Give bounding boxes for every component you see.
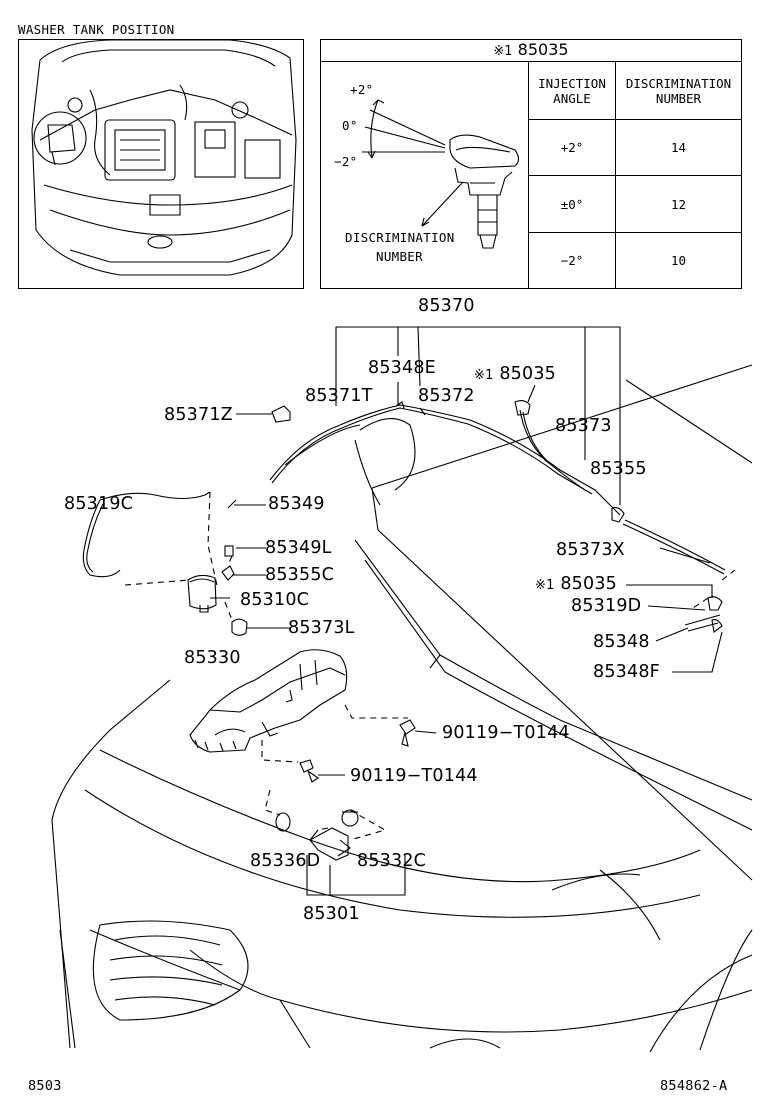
leader-lines [210,326,723,896]
part-label-85372[interactable]: 85372 [418,386,475,406]
part-label-85035-top[interactable]: ※1 85035 [474,364,556,384]
part-label-85336D[interactable]: 85336D [250,851,321,871]
table-header-angle: INJECTION ANGLE [528,60,616,121]
part-label-85319C[interactable]: 85319C [64,494,134,514]
part-label-85310C[interactable]: 85310C [240,590,310,610]
callout-line1: DISCRIMINATION [345,230,455,245]
part-label-85373L[interactable]: 85373L [288,618,355,638]
angle-minus-label: −2° [334,154,358,169]
table-cell-number: 14 [615,119,742,177]
reference-mark: ※1 [535,578,555,593]
header-number-line2: NUMBER [655,90,702,106]
part-label-90119-T0144-upper[interactable]: 90119−T0144 [442,723,570,743]
table-row: ±0° 12 [528,175,742,233]
part-label-85319D[interactable]: 85319D [571,596,642,616]
engine-bay-illustration [31,39,297,276]
callout-line2: NUMBER [376,249,423,264]
part-label-90119-T0144-lower[interactable]: 90119−T0144 [350,766,478,786]
reference-mark: ※1 [474,368,494,383]
header-number-line1: DISCRIMINATION [625,75,732,91]
detail-frame [320,39,742,289]
table-cell-number: 12 [615,175,742,233]
part-label-85373[interactable]: 85373 [555,416,612,436]
part-number: 85035 [560,574,618,594]
part-label-85330[interactable]: 85330 [184,648,241,668]
detail-header: ※1 85035 [320,39,742,61]
part-label-85349[interactable]: 85349 [268,494,325,514]
part-label-85301[interactable]: 85301 [303,904,360,924]
part-label-85373X[interactable]: 85373X [556,540,625,560]
table-header-number: DISCRIMINATION NUMBER [615,60,742,121]
part-label-85371Z[interactable]: 85371Z [164,405,233,425]
part-label-85355C[interactable]: 85355C [265,565,335,585]
dashed-assembly-lines [124,491,736,841]
angle-zero-label: 0° [342,118,358,133]
table-cell-number: 10 [615,231,742,290]
part-label-85348F[interactable]: 85348F [593,662,660,682]
table-header-row: INJECTION ANGLE DISCRIMINATION NUMBER [528,60,742,121]
part-label-85349L[interactable]: 85349L [265,538,332,558]
header-angle-line2: ANGLE [553,90,591,106]
inset-frame [18,39,304,289]
table-row: +2° 14 [528,119,742,177]
footer-figure-code: 854862-A [660,1078,728,1094]
components [187,399,723,861]
table-cell-angle: −2° [528,231,616,290]
table-row: −2° 10 [528,231,742,290]
table-cell-angle: ±0° [528,175,616,233]
part-label-85035-mid[interactable]: ※1 85035 [535,574,617,594]
nozzle-detail [362,99,520,249]
injection-angle-table: INJECTION ANGLE DISCRIMINATION NUMBER +2… [528,60,742,290]
footer-page-code: 8503 [28,1078,62,1094]
angle-plus-label: +2° [350,82,374,97]
part-label-85332C[interactable]: 85332C [357,851,427,871]
part-label-85355[interactable]: 85355 [590,459,647,479]
hose-lines [82,404,726,632]
part-label-85370[interactable]: 85370 [418,296,475,316]
reference-mark: ※1 [493,44,513,59]
header-angle-line1: INJECTION [538,75,606,91]
detail-header-part: 85035 [517,40,569,59]
part-label-85348[interactable]: 85348 [593,632,650,652]
table-cell-angle: +2° [528,119,616,177]
vehicle-body-illustration [51,364,753,1053]
part-number: 85035 [499,364,557,384]
part-label-85371T[interactable]: 85371T [305,386,373,406]
inset-title: WASHER TANK POSITION [18,22,175,37]
part-label-85348E[interactable]: 85348E [368,358,436,378]
